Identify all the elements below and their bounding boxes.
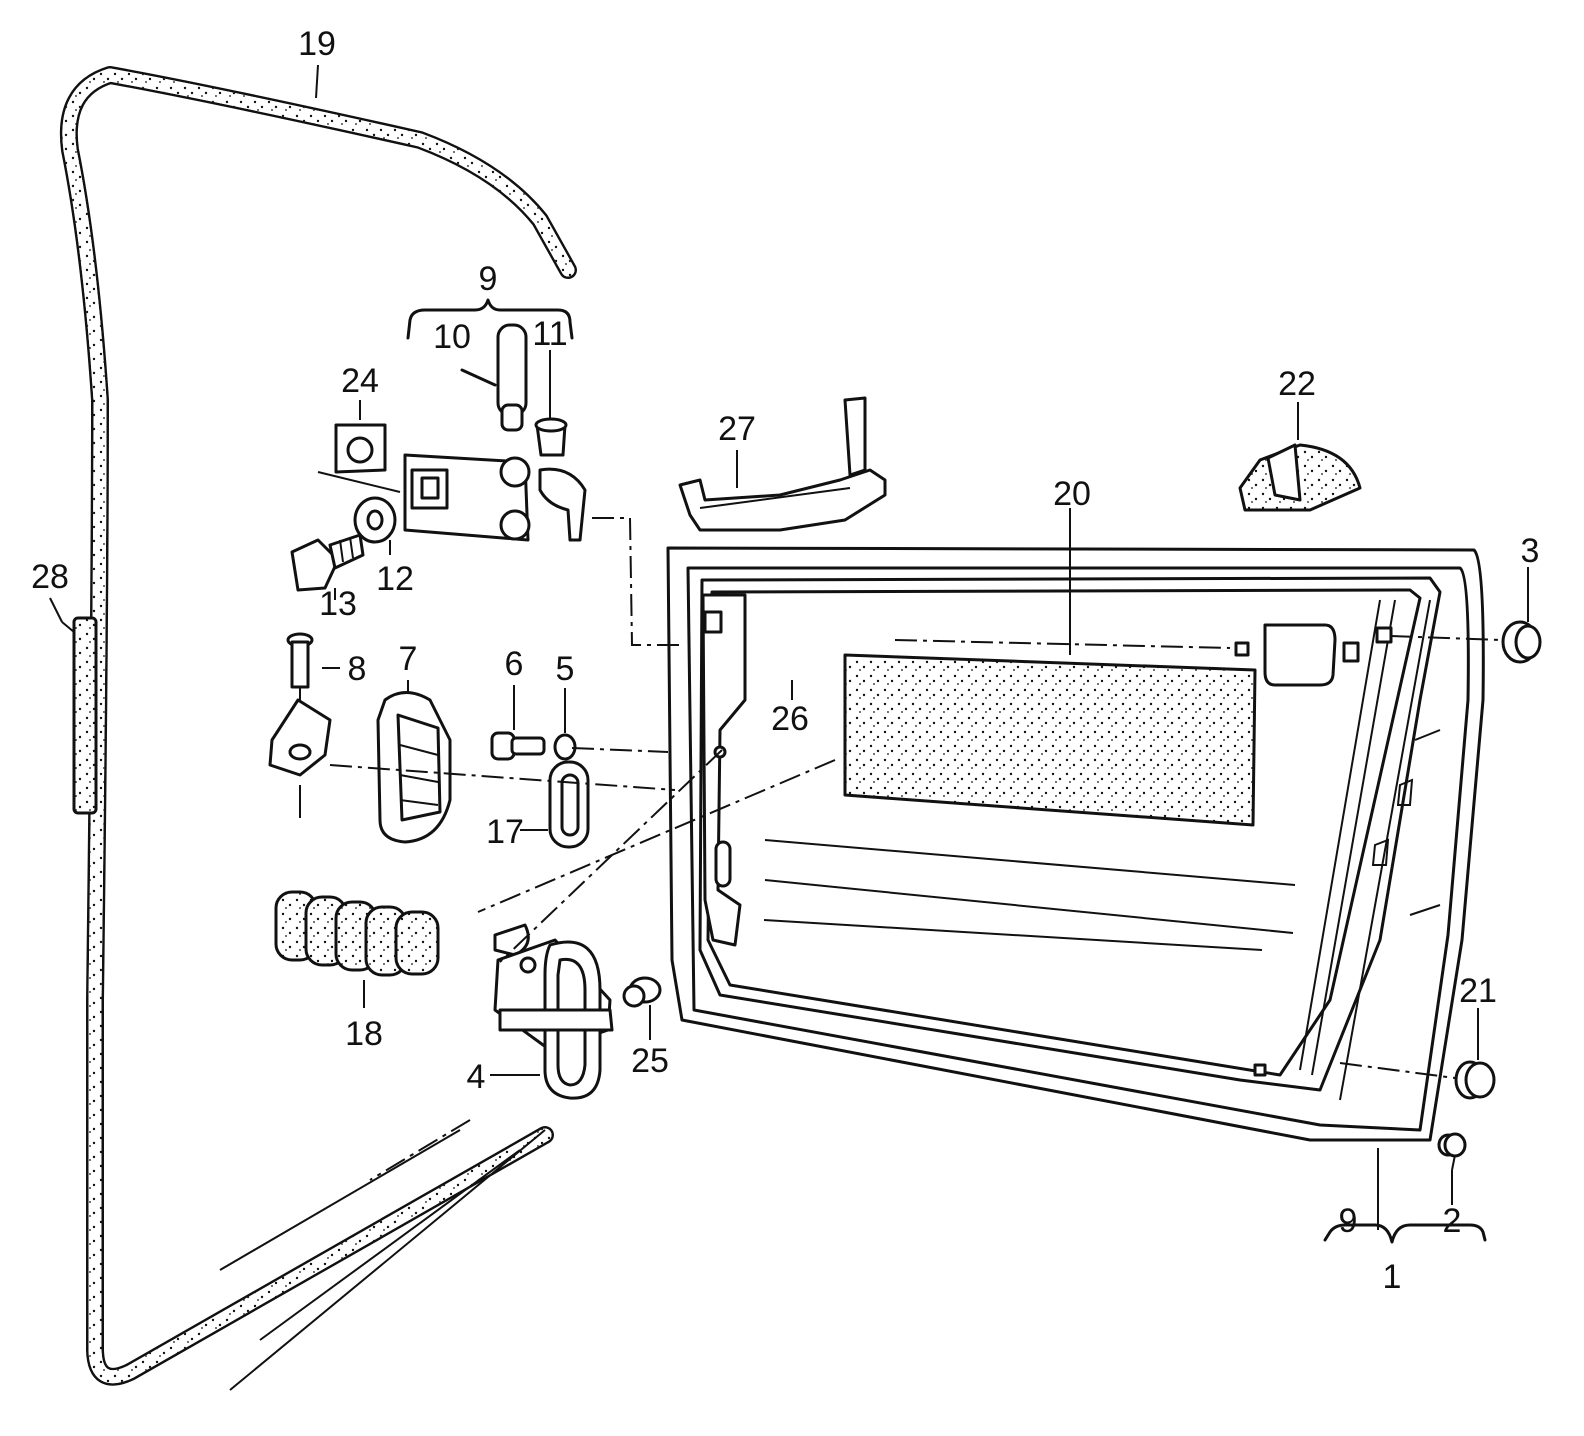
part-label-11: 11 xyxy=(532,315,567,353)
cap-lower-part xyxy=(1454,1060,1496,1100)
part-label-3: 3 xyxy=(1521,532,1540,570)
mounting-bracket-part xyxy=(678,396,887,532)
part-label-26: 26 xyxy=(771,700,809,738)
part-label-1: 1 xyxy=(1383,1258,1402,1296)
part-label-9-bottom: 9 xyxy=(1339,1202,1358,1240)
plug-part xyxy=(622,976,662,1008)
part-label-18: 18 xyxy=(345,1015,383,1053)
part-label-5: 5 xyxy=(556,650,575,688)
seal-strip-part xyxy=(61,616,98,815)
part-label-27: 27 xyxy=(718,410,756,448)
striker-cover-part xyxy=(376,691,452,844)
part-label-21: 21 xyxy=(1459,972,1497,1010)
washer-small-part xyxy=(553,733,577,761)
part-label-25: 25 xyxy=(631,1042,669,1080)
part-label-13: 13 xyxy=(319,585,357,623)
screw-part xyxy=(286,632,314,700)
part-label-28: 28 xyxy=(31,558,69,596)
part-label-2: 2 xyxy=(1443,1202,1462,1240)
door-hinge-part xyxy=(403,453,587,542)
door-seal-part xyxy=(59,66,577,1391)
door-shell-part xyxy=(666,546,1485,1142)
assembly-lines xyxy=(329,517,1501,1230)
part-label-7: 7 xyxy=(399,640,418,678)
part-label-20: 20 xyxy=(1053,475,1091,513)
plate-part xyxy=(317,423,401,493)
door-check-strap-part xyxy=(493,923,614,1100)
washer-part xyxy=(353,496,397,544)
hinge-pin-part xyxy=(460,323,528,432)
part-label-10: 10 xyxy=(433,318,471,356)
grommet-part xyxy=(548,760,590,849)
bush-part xyxy=(534,417,568,457)
part-label-9-top: 9 xyxy=(479,260,498,298)
part-number-labels: 19 9 10 11 24 27 22 20 3 12 13 28 8 7 6 … xyxy=(31,25,1539,1296)
part-label-22: 22 xyxy=(1278,365,1316,403)
leader-lines xyxy=(49,64,1529,1244)
foam-pad-upper-part xyxy=(1238,443,1362,512)
plug-small-part xyxy=(1437,1132,1467,1158)
cable-boot-part xyxy=(274,890,440,977)
bolt-part xyxy=(290,533,365,592)
part-label-4: 4 xyxy=(467,1058,486,1096)
bolt-small-part xyxy=(490,731,546,761)
part-label-6: 6 xyxy=(505,645,524,683)
part-label-12: 12 xyxy=(376,560,414,598)
part-label-17: 17 xyxy=(486,813,524,851)
part-label-8: 8 xyxy=(348,650,367,688)
part-label-24: 24 xyxy=(341,362,379,400)
cap-upper-part xyxy=(1501,620,1542,664)
part-label-19: 19 xyxy=(298,25,336,63)
striker-plate-part xyxy=(268,698,332,818)
